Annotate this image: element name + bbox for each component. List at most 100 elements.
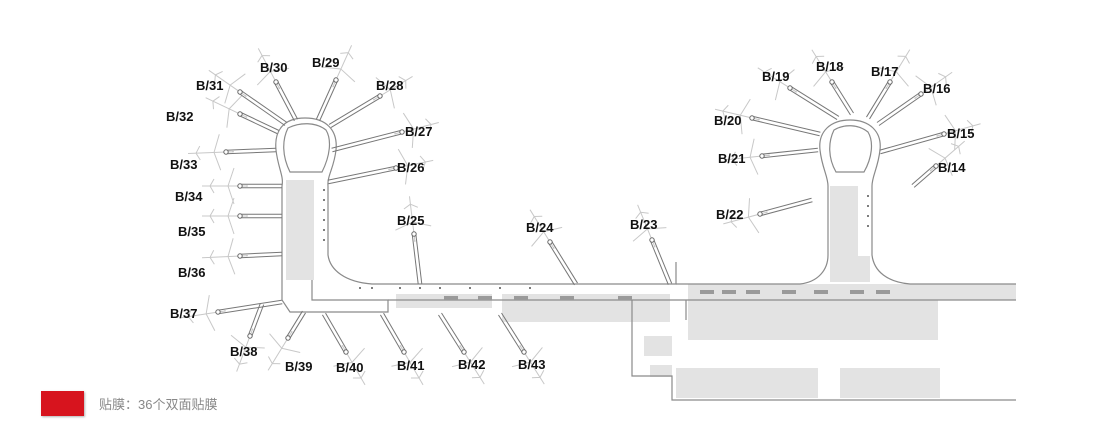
gate-label-b15: B/15 <box>947 126 975 141</box>
jet-bridge-b37 <box>217 299 282 311</box>
gate-label-b32: B/32 <box>166 109 194 124</box>
gate-label-b14: B/14 <box>938 160 966 175</box>
aircraft-b40 <box>333 345 366 386</box>
gate-label-b40: B/40 <box>336 360 364 375</box>
bridge-head-b19 <box>787 85 793 91</box>
bridge-head-b24 <box>547 239 553 245</box>
jet-bridges <box>215 77 947 355</box>
jet-bridge-b22 <box>760 201 813 217</box>
stand-dot <box>323 199 325 201</box>
jet-bridge-b16 <box>876 92 921 123</box>
gate-label-b38: B/38 <box>230 344 258 359</box>
jet-bridge-b41 <box>383 312 406 352</box>
apron-block <box>560 296 574 300</box>
gate-label-b26: B/26 <box>397 160 425 175</box>
jet-bridge-b21 <box>761 147 818 155</box>
building-fill <box>286 180 1016 398</box>
stand-dot <box>323 239 325 241</box>
jet-bridge-b40 <box>325 312 348 352</box>
bridge-head-b21 <box>759 153 765 159</box>
jet-bridge-b27 <box>332 133 403 153</box>
jet-bridge-b37 <box>218 303 283 315</box>
aircraft-b37 <box>180 295 226 331</box>
aircraft-b36 <box>202 238 248 275</box>
bridge-head-b27 <box>399 129 405 135</box>
gate-label-b30: B/30 <box>260 60 288 75</box>
jet-bridge-b17 <box>869 82 892 120</box>
bridge-head-b40 <box>343 349 349 355</box>
aircraft-b28 <box>373 76 413 109</box>
jet-bridge-b43 <box>501 312 526 352</box>
gate-label-b22: B/22 <box>716 207 744 222</box>
jet-bridge-b40 <box>322 314 345 354</box>
stand-dot <box>359 287 361 289</box>
apron-block <box>814 290 828 294</box>
bridge-head-b38 <box>247 333 253 339</box>
legend-swatch-red <box>41 390 84 416</box>
aircraft-b38 <box>230 328 265 372</box>
jet-bridge-b29 <box>319 80 339 121</box>
aircraft-b35 <box>202 197 248 235</box>
aircraft-b20 <box>714 98 760 135</box>
gate-label-b20: B/20 <box>714 113 742 128</box>
jet-bridge-b31 <box>238 93 286 126</box>
gate-label-b33: B/33 <box>170 157 198 172</box>
bridge-head-b34 <box>237 183 243 189</box>
jet-bridge-b20 <box>751 119 820 137</box>
terminal-outline <box>275 117 1016 401</box>
jet-bridge-b25 <box>411 234 419 285</box>
gate-label-b21: B/21 <box>718 151 746 166</box>
aircraft-b29 <box>321 45 356 88</box>
gate-label-b34: B/34 <box>175 189 203 204</box>
aircraft-b41 <box>391 345 424 386</box>
jet-bridge-b19 <box>790 86 840 117</box>
apron-block <box>850 290 864 294</box>
stand-dot <box>419 287 421 289</box>
jet-bridge-b30 <box>277 80 299 120</box>
stand-dot <box>323 189 325 191</box>
jet-bridge-b17 <box>866 80 889 118</box>
bridge-head-b42 <box>461 349 467 355</box>
jet-bridge-b30 <box>273 82 295 122</box>
jet-bridge-b23 <box>649 240 669 285</box>
jet-bridge-b32 <box>239 115 278 135</box>
bridge-head-b23 <box>649 237 655 243</box>
jet-bridge-b27 <box>331 129 402 149</box>
jet-bridge-b15 <box>879 131 944 151</box>
gate-label-b31: B/31 <box>196 78 224 93</box>
apron-block <box>444 296 458 300</box>
bridge-head-b14 <box>933 163 939 169</box>
gate-label-b41: B/41 <box>397 358 425 373</box>
jet-bridge-b39 <box>289 312 306 340</box>
apron-block <box>746 290 760 294</box>
gate-label-b19: B/19 <box>762 69 790 84</box>
stand-dot <box>867 195 869 197</box>
jet-bridge-b24 <box>548 242 575 286</box>
stand-dot <box>499 287 501 289</box>
aircraft-b16 <box>914 71 953 106</box>
gate-label-b16: B/16 <box>923 81 951 96</box>
bridge-head-b36 <box>237 253 243 259</box>
bridge-head-b39 <box>285 335 291 341</box>
gate-label-b42: B/42 <box>458 357 486 372</box>
gate-label-b18: B/18 <box>816 59 844 74</box>
stand-markers <box>323 189 890 300</box>
stand-dot <box>371 287 373 289</box>
apron-block <box>722 290 736 294</box>
jet-bridge-b20 <box>752 115 821 133</box>
bridge-head-b26 <box>393 165 399 171</box>
bridge-head-b33 <box>223 149 229 155</box>
aircraft-b17 <box>877 49 911 89</box>
bridge-head-b25 <box>411 231 417 237</box>
stand-dot <box>867 215 869 217</box>
gate-label-b36: B/36 <box>178 265 206 280</box>
gate-label-b27: B/27 <box>405 124 433 139</box>
bridge-head-b15 <box>941 131 947 137</box>
jet-bridge-b43 <box>498 314 523 354</box>
jet-bridge-b41 <box>380 314 403 354</box>
stand-dot <box>399 287 401 289</box>
aircraft-b24 <box>529 209 563 249</box>
bridge-head-b30 <box>273 79 279 85</box>
jet-bridge-b16 <box>878 95 923 126</box>
